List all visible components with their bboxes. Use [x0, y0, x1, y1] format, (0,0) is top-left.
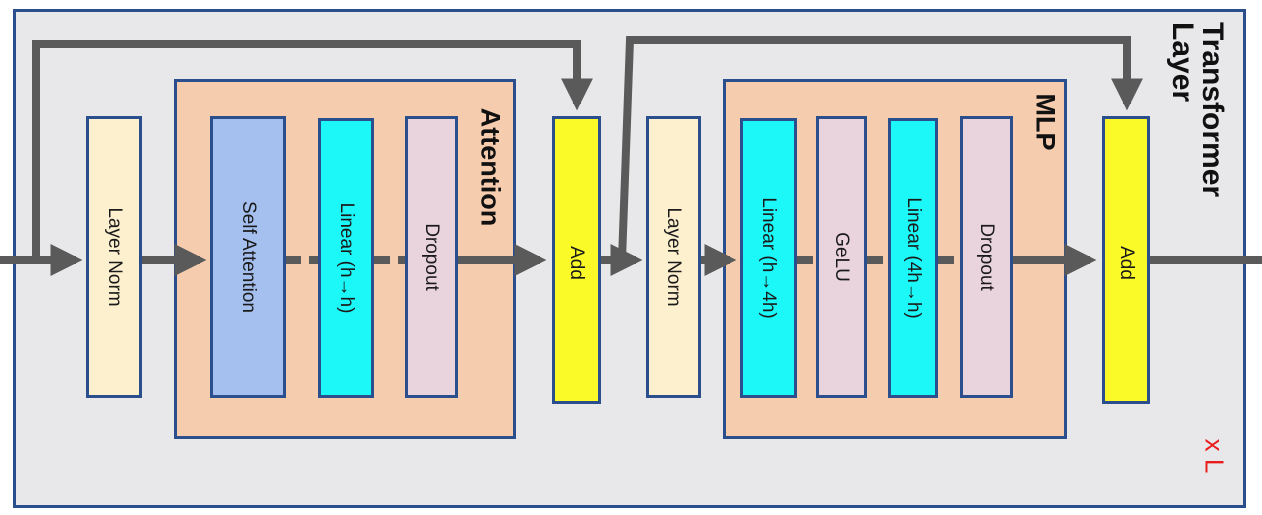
- attention-title: Attention: [475, 107, 506, 227]
- layer-norm-1-label: Layer Norm: [104, 207, 125, 307]
- linear-h-4h-label: Linear (h→4h): [758, 197, 779, 319]
- self-attention-label: Self Attention: [238, 201, 259, 313]
- residual-skip-1: [32, 40, 593, 260]
- residual-skip-2: [618, 36, 1143, 261]
- linear-h-h-label: Linear (h→h): [336, 202, 357, 314]
- gelu-label: GeLU: [831, 232, 852, 282]
- gelu-block: GeLU: [816, 116, 867, 398]
- layer-norm-2-block: Layer Norm: [646, 116, 701, 398]
- add-2-label: Add: [1116, 246, 1137, 280]
- repeat-count-label: x L: [1199, 438, 1230, 474]
- add-2-block: Add: [1102, 116, 1150, 404]
- linear-h-4h-block: Linear (h→4h): [740, 118, 797, 398]
- dropout-1-label: Dropout: [421, 223, 442, 291]
- mlp-title: MLP: [1030, 93, 1061, 151]
- dropout-2-label: Dropout: [976, 223, 997, 291]
- linear-4h-h-block: Linear (4h→h): [888, 118, 938, 398]
- layer-norm-2-label: Layer Norm: [663, 207, 684, 307]
- dropout-1-block: Dropout: [405, 116, 458, 398]
- linear-4h-h-label: Linear (4h→h): [903, 197, 924, 319]
- add-1-label: Add: [566, 246, 587, 280]
- layer-norm-1-block: Layer Norm: [86, 116, 142, 398]
- add-1-block: Add: [552, 116, 601, 404]
- transformer-layer-title: Transformer Layer: [1166, 22, 1229, 198]
- linear-h-h-block: Linear (h→h): [318, 118, 374, 398]
- self-attention-block: Self Attention: [210, 116, 286, 398]
- dropout-2-block: Dropout: [960, 116, 1013, 398]
